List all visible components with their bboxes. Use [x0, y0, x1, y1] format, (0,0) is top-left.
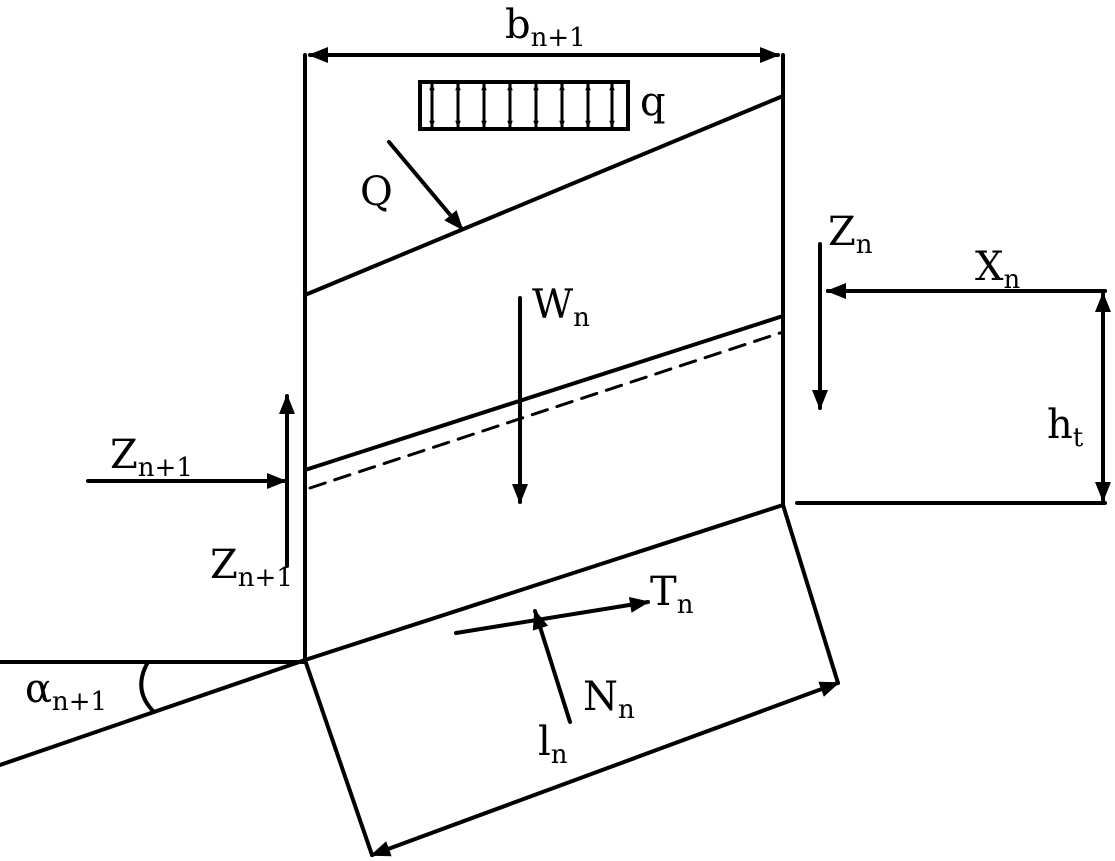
- Q-label: Q: [360, 169, 393, 215]
- ht-label: ht: [1047, 402, 1084, 453]
- alpha-angle-arc: [139, 660, 156, 714]
- ln-label: ln: [538, 719, 568, 770]
- ground-surface-line: [303, 94, 785, 297]
- Nn-normal-arrow: [532, 609, 572, 724]
- Zn1-left-label: Zn+1: [110, 432, 193, 483]
- Nn-label: Nn: [583, 674, 635, 725]
- phreatic-dashed-line: [308, 330, 785, 490]
- Zn-label: Zn: [828, 209, 873, 260]
- q-label: q: [640, 79, 666, 125]
- water-table-line: [303, 314, 785, 472]
- Q-force-arrow: [387, 140, 464, 231]
- surcharge-arrows: [429, 83, 615, 128]
- Wn-label: Wn: [532, 282, 590, 333]
- Tn-label: Tn: [650, 569, 694, 620]
- ln-right-projection: [781, 503, 840, 685]
- Xn-label: Xn: [975, 244, 1020, 295]
- slice-base: [303, 503, 785, 662]
- Zn1-lower-label: Zn+1: [210, 542, 293, 593]
- ln-length-dimension-arrow: [370, 681, 840, 857]
- alpha-label: αn+1: [25, 666, 107, 717]
- Tn-shear-arrow: [454, 596, 650, 635]
- b-label: bn+1: [505, 2, 586, 53]
- ln-left-projection: [303, 658, 374, 857]
- surcharge-q-box: [418, 80, 630, 131]
